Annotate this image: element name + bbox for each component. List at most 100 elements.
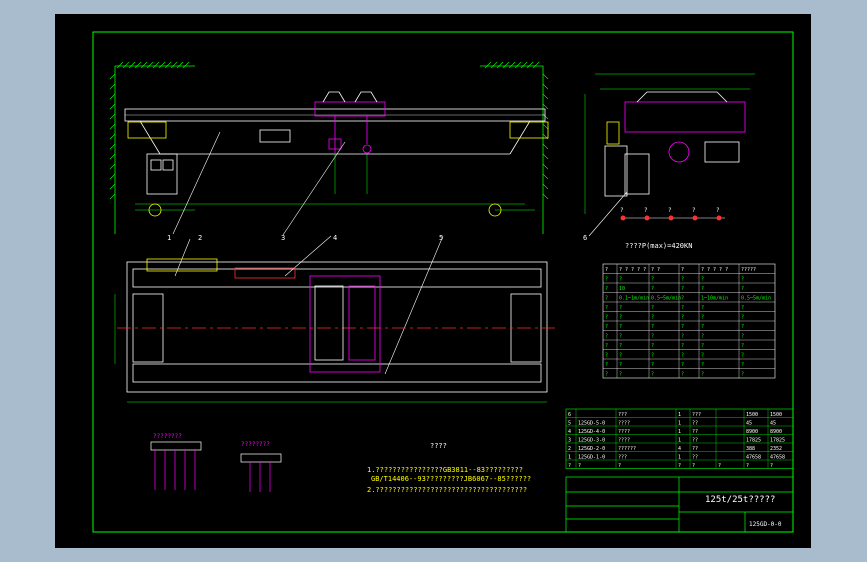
param-table-cell: ? xyxy=(605,315,608,321)
param-table-cell: ? xyxy=(701,324,704,330)
main-trolley xyxy=(314,91,386,154)
param-table-cell: ? xyxy=(619,305,622,311)
param-table-cell: ? xyxy=(681,267,684,273)
bom-cell: ?? xyxy=(692,429,698,435)
param-table-cell: 0.5~5m/min xyxy=(741,296,771,302)
param-table-cell: ? xyxy=(701,315,704,321)
note-line-3: 2.???????????????????????????????????? xyxy=(367,486,527,494)
param-table-cell: ? xyxy=(651,343,654,349)
param-table-cell: ? xyxy=(681,277,684,283)
param-table-cell: ? xyxy=(741,343,744,349)
drawing-title: 125t/25t????? xyxy=(705,495,775,505)
bom-header-cell: ? xyxy=(618,463,621,469)
bom-cell: ?? xyxy=(692,421,698,427)
wheel-label: ? xyxy=(644,207,648,214)
bom-cell: 17825 xyxy=(746,438,761,444)
bom-header-cell: ? xyxy=(770,463,773,469)
bom-cell: 388 xyxy=(746,446,755,452)
param-table-cell: 10 xyxy=(619,286,625,292)
title-block: 125t/25t????? 125GD-0-0 xyxy=(565,476,794,533)
param-table-cell: ? ? xyxy=(651,267,660,273)
callout-6: 6 xyxy=(583,234,587,242)
bom-cell: 6 xyxy=(568,412,571,418)
param-table-cell: ? xyxy=(681,372,684,378)
bom-cell: ??? xyxy=(692,412,701,418)
drawing-canvas: 1 2 3 4 5 6 xyxy=(55,14,811,548)
bom-cell: ???? xyxy=(618,429,630,435)
callout-2: 2 xyxy=(198,234,202,242)
callout-labels: 1 2 3 4 5 6 xyxy=(167,234,587,242)
wheel-label: ? xyxy=(716,207,720,214)
bom-header-cell: ? xyxy=(746,463,749,469)
param-table-cell: ? xyxy=(681,334,684,340)
notes-title: ???? xyxy=(430,442,447,450)
param-table-cell: ? xyxy=(741,353,744,359)
param-table-cell: ? xyxy=(605,372,608,378)
param-table-cell: ? xyxy=(605,277,608,283)
param-table-cell: ? xyxy=(619,353,622,359)
bom-header-cell: ? xyxy=(718,463,721,469)
drawing-frame-border xyxy=(92,31,794,533)
bom-cell: ?? xyxy=(692,446,698,452)
param-table-cell: ????? xyxy=(741,267,756,273)
param-table-cell: ? xyxy=(605,362,608,368)
param-table-cell: ? xyxy=(681,362,684,368)
param-table-cell: ? xyxy=(651,353,654,359)
plan-view xyxy=(114,258,555,403)
bom-cell: 8900 xyxy=(746,429,758,435)
callout-4: 4 xyxy=(333,234,337,242)
param-table-cell: ? xyxy=(605,324,608,330)
sling-label-a: ???????? xyxy=(153,433,182,440)
param-table-cell: 1~10m/min xyxy=(701,296,728,302)
bom-cell: 1 xyxy=(678,421,681,427)
bom-cell: 1 xyxy=(678,455,681,461)
param-table-cell: ? xyxy=(741,334,744,340)
param-table-cell: ? xyxy=(681,315,684,321)
note-line-1: 1.????????????????GB3811--83????????? xyxy=(367,466,523,474)
parameter-table: ?? ? ? ? ?? ??? ? ? ? ?????????????10???… xyxy=(602,263,776,379)
wheel-label: ? xyxy=(668,207,672,214)
param-table-cell: ? xyxy=(619,372,622,378)
param-table-cell: ? xyxy=(605,267,608,273)
param-table-cell: ? xyxy=(619,277,622,283)
param-table-cell: ? xyxy=(681,305,684,311)
param-table-cell: ? xyxy=(605,353,608,359)
wheel-label: ? xyxy=(620,207,624,214)
bom-cell: ?????? xyxy=(618,446,636,452)
param-table-cell: ? xyxy=(651,315,654,321)
param-table-cell: ? xyxy=(701,277,704,283)
param-table-cell: ? xyxy=(605,305,608,311)
param-table-cell: 0.5~5m/min xyxy=(651,296,681,302)
bom-cell: 4 xyxy=(678,446,681,452)
param-table-cell: ? xyxy=(605,286,608,292)
param-table-cell: ? xyxy=(701,353,704,359)
bom-cell: ?? xyxy=(692,455,698,461)
param-table-cell: ? xyxy=(651,372,654,378)
bom-cell: 125GD-2-0 xyxy=(578,446,605,452)
bom-cell: 45 xyxy=(746,421,752,427)
bom-border xyxy=(565,408,794,469)
param-table-cell: ? xyxy=(619,324,622,330)
bom-cell: 45 xyxy=(770,421,776,427)
sling-details: ???????? ???????? xyxy=(150,433,282,492)
param-table-cell: ? xyxy=(681,353,684,359)
param-table-cell: ? xyxy=(701,334,704,340)
param-table-cell: ? xyxy=(651,362,654,368)
param-table-cell: ? xyxy=(651,334,654,340)
param-table-cell: ? xyxy=(605,343,608,349)
wheel-label: ? xyxy=(692,207,696,214)
plan-trolley xyxy=(309,275,381,373)
param-table-cell: ? xyxy=(651,305,654,311)
drawing-number: 125GD-0-0 xyxy=(749,521,782,528)
callout-1: 1 xyxy=(167,234,171,242)
bom-cell: 2352 xyxy=(770,446,782,452)
end-view xyxy=(584,73,755,214)
sling-label-b: ???????? xyxy=(241,441,270,448)
param-table-cell: ? xyxy=(619,334,622,340)
callout-5: 5 xyxy=(439,234,443,242)
param-table-cell: ? xyxy=(741,372,744,378)
bom-cell: ?? xyxy=(692,438,698,444)
param-table-cell: ? xyxy=(701,372,704,378)
technical-notes: ???? 1.????????????????GB3811--83???????… xyxy=(367,442,531,494)
